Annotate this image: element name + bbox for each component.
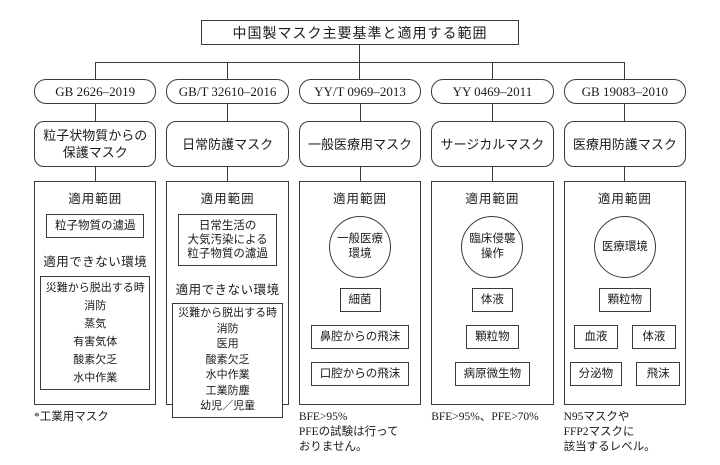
detail-box: 適用範囲 日常生活の 大気汚染による 粒子物質の濾過 適用できない環境 災難から…	[166, 181, 289, 418]
target-item-box: 分泌物	[569, 362, 623, 386]
connector-line	[94, 104, 96, 121]
connector-line	[491, 167, 493, 181]
connector-line	[491, 104, 493, 121]
target-item-box: 血液	[573, 325, 618, 349]
column-yyt-0969: YY/T 0969–2013 一般医療用マスク 適用範囲 一般医療 環境 細菌 …	[298, 79, 422, 455]
scope-label: 適用範囲	[200, 192, 255, 206]
environment-circle: 医療環境	[593, 216, 656, 278]
standard-pill: GB 2626–2019	[34, 79, 157, 104]
footnote-text: N95マスクや FFP2マスクに 該当するレベル。	[563, 411, 656, 453]
not-applicable-label: 適用できない環境	[175, 283, 280, 297]
connector-line	[624, 104, 626, 121]
target-item-row: 分泌物 飛沫	[565, 362, 685, 386]
connector-line	[94, 167, 96, 181]
target-item-box: 鼻腔からの飛沫	[310, 325, 410, 349]
target-item-box: 体液	[631, 325, 676, 349]
connector-line	[359, 45, 360, 62]
target-item-box: 飛沫	[636, 362, 681, 386]
connector-line	[227, 63, 228, 79]
footnote-text: BFE>95%、PFE>70%	[431, 411, 539, 423]
column-gb-2626: GB 2626–2019 粒子状物質からの 保護マスク 適用範囲 粒子物質の濾過…	[34, 79, 157, 455]
scope-item-box: 日常生活の 大気汚染による 粒子物質の濾過	[178, 214, 277, 266]
connector-line	[359, 167, 361, 181]
target-item-row: 血液 体液	[565, 325, 685, 349]
scope-item-box: 粒子物質の濾過	[45, 214, 145, 238]
connector-line	[227, 104, 229, 121]
connector-line	[492, 63, 493, 79]
target-item-box: 病原微生物	[454, 362, 531, 386]
environment-circle: 臨床侵襲 操作	[461, 216, 524, 278]
not-applicable-box: 災難から脱出する時 消防 蒸気 有害気体 酸素欠乏 水中作業	[40, 276, 151, 390]
environment-circle: 一般医療 環境	[329, 216, 392, 278]
scope-label: 適用範囲	[333, 192, 388, 206]
connector-line	[227, 167, 229, 181]
column-gbt-32610: GB/T 32610–2016 日常防護マスク 適用範囲 日常生活の 大気汚染に…	[166, 79, 289, 455]
category-box: 粒子状物質からの 保護マスク	[34, 121, 157, 167]
target-item-box: 口腔からの飛沫	[310, 362, 410, 386]
scope-label: 適用範囲	[68, 192, 123, 206]
category-box: サージカルマスク	[431, 121, 554, 167]
not-applicable-box: 災難から脱出する時 消防 医用 酸素欠乏 水中作業 工業防塵 幼児／児童	[172, 303, 283, 418]
column-gb-19083: GB 19083–2010 医療用防護マスク 適用範囲 医療環境 顆粒物 血液 …	[563, 79, 687, 455]
category-box: 医療用防護マスク	[563, 121, 687, 167]
standard-pill: YY 0469–2011	[431, 79, 554, 104]
connector-line	[624, 167, 626, 181]
column-yy-0469: YY 0469–2011 サージカルマスク 適用範囲 臨床侵襲 操作 体液 顆粒…	[431, 79, 554, 455]
target-item-box: 体液	[471, 288, 513, 312]
target-item-box: 顆粒物	[466, 325, 519, 349]
connector-line	[624, 63, 625, 79]
scope-label: 適用範囲	[597, 192, 652, 206]
detail-box: 適用範囲 粒子物質の濾過 適用できない環境 災難から脱出する時 消防 蒸気 有害…	[34, 181, 157, 405]
connector-line	[95, 63, 96, 79]
target-item-box: 顆粒物	[598, 288, 652, 312]
detail-box: 適用範囲 臨床侵襲 操作 体液 顆粒物 病原微生物	[431, 181, 554, 405]
not-applicable-label: 適用できない環境	[43, 255, 148, 269]
detail-box: 適用範囲 一般医療 環境 細菌 鼻腔からの飛沫 口腔からの飛沫	[298, 181, 422, 405]
standard-pill: GB/T 32610–2016	[166, 79, 289, 104]
scope-label: 適用範囲	[465, 192, 520, 206]
connector-line	[359, 63, 360, 79]
connector-line	[359, 104, 361, 121]
target-item-box: 細菌	[339, 288, 381, 312]
connector-line	[95, 62, 625, 63]
category-box: 日常防護マスク	[166, 121, 289, 167]
category-box: 一般医療用マスク	[298, 121, 422, 167]
standard-pill: YY/T 0969–2013	[298, 79, 422, 104]
diagram-title: 中国製マスク主要基準と適用する範囲	[201, 20, 519, 45]
standard-pill: GB 19083–2010	[563, 79, 687, 104]
detail-box: 適用範囲 医療環境 顆粒物 血液 体液 分泌物 飛沫	[563, 181, 687, 405]
footnote-text: BFE>95% PFEの試験は行って おりません。	[298, 411, 399, 453]
standards-columns: GB 2626–2019 粒子状物質からの 保護マスク 適用範囲 粒子物質の濾過…	[0, 79, 720, 455]
footnote-text: *工業用マスク	[34, 411, 109, 423]
